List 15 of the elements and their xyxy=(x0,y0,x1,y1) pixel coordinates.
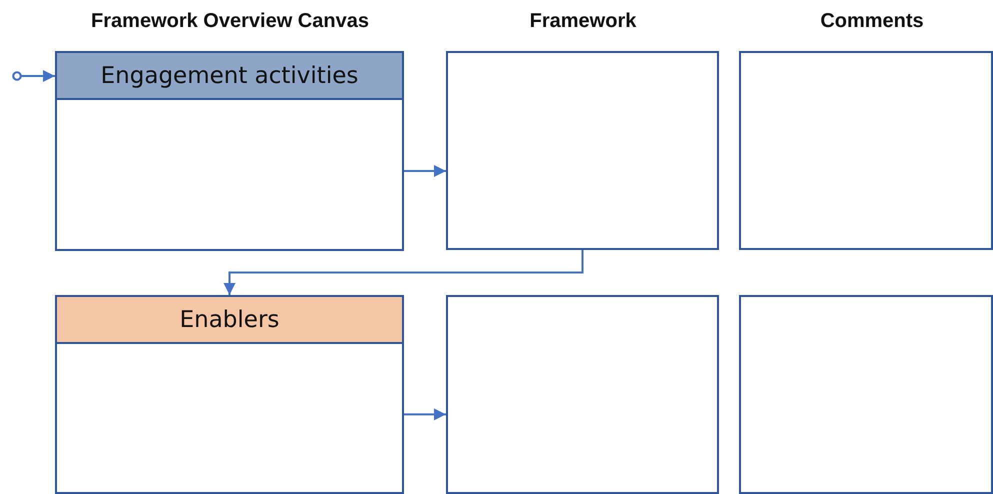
empty-box xyxy=(446,51,719,250)
column-heading: Comments xyxy=(820,10,924,33)
canvas-panel xyxy=(55,295,404,494)
empty-box xyxy=(446,295,719,494)
empty-box xyxy=(739,51,993,250)
column-heading: Framework xyxy=(530,10,636,33)
panel-header: Enablers xyxy=(57,297,402,344)
column-heading: Framework Overview Canvas xyxy=(91,10,369,33)
panel-header: Engagement activities xyxy=(57,53,402,100)
arrow xyxy=(404,408,446,420)
empty-box xyxy=(739,295,993,494)
arrow xyxy=(12,70,55,82)
canvas-panel xyxy=(55,51,404,251)
arrow xyxy=(224,250,584,295)
arrow xyxy=(404,165,446,177)
